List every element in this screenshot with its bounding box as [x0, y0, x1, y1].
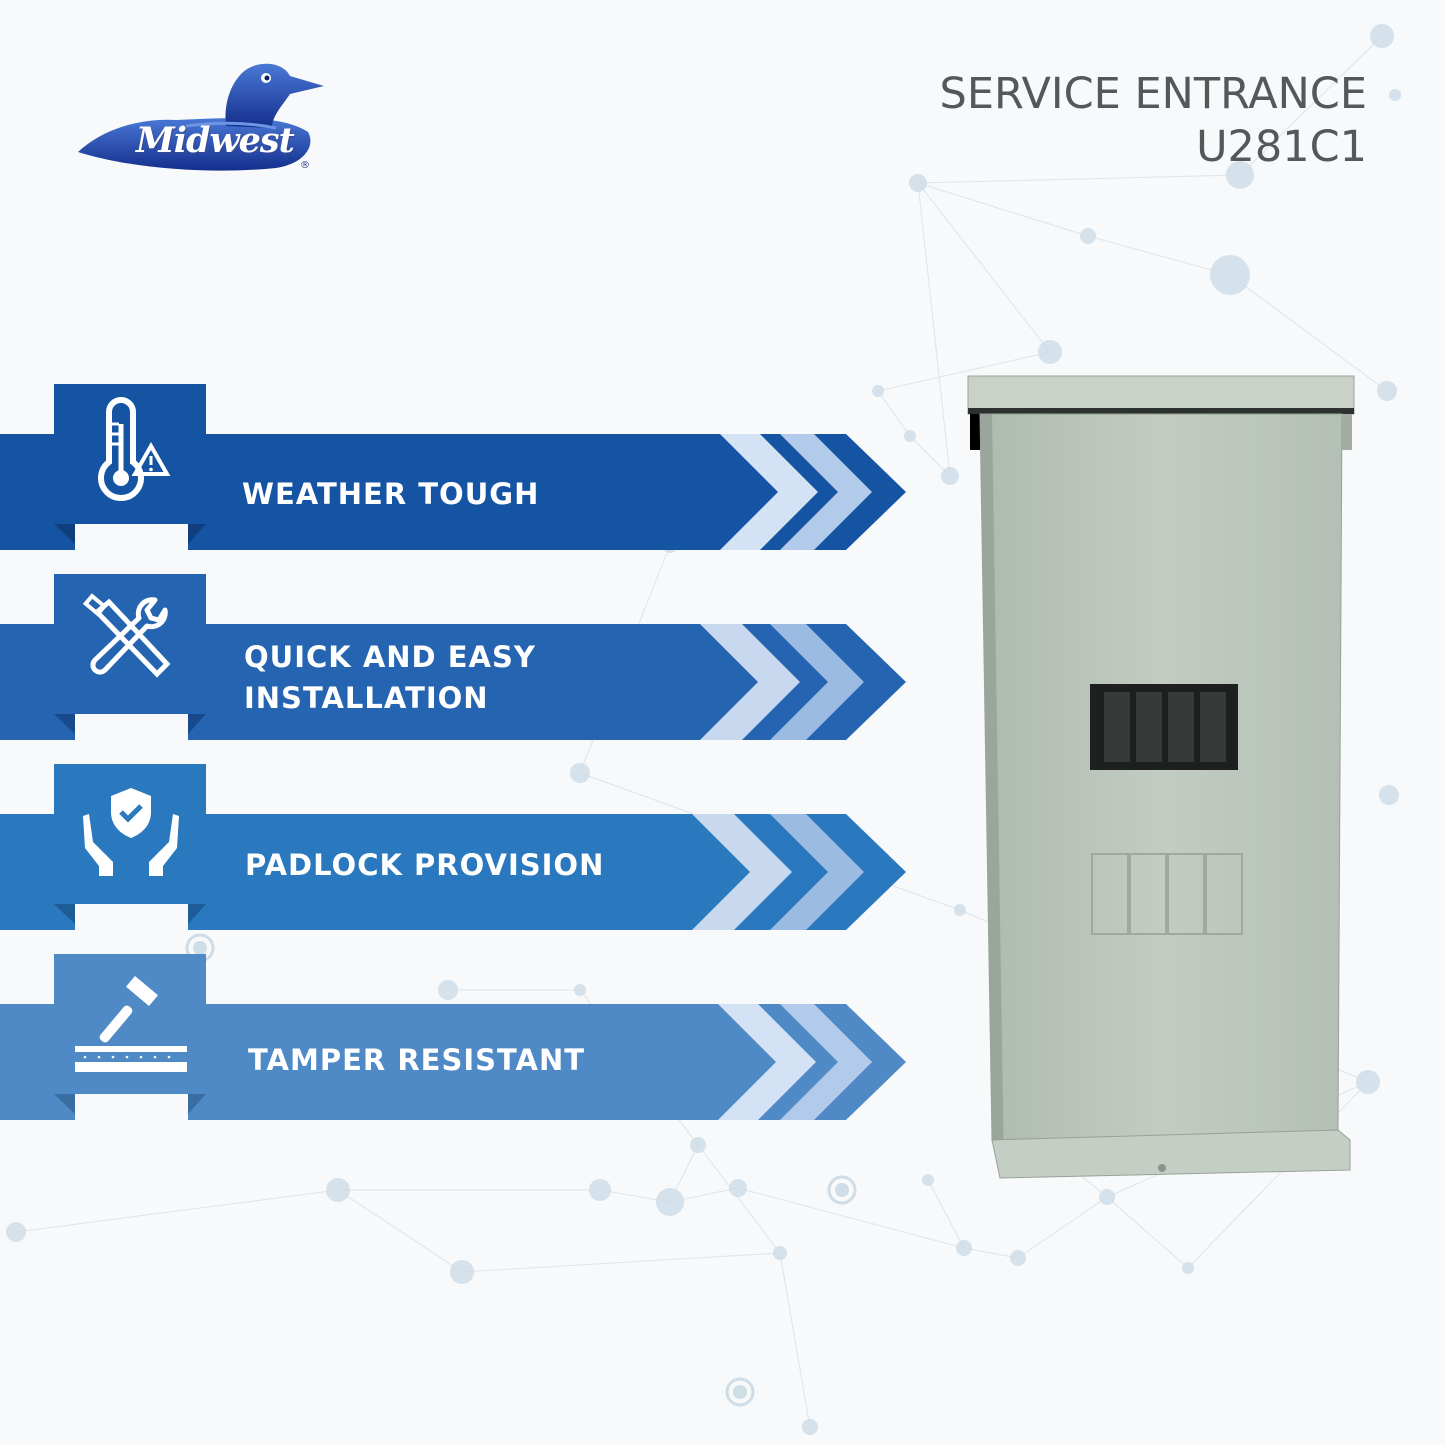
network-line [1087, 235, 1231, 276]
network-line [877, 351, 1051, 392]
network-node [438, 980, 458, 1000]
network-node [872, 385, 884, 397]
network-node [954, 904, 966, 916]
enclosure-image [967, 375, 1355, 1179]
network-ring-center [193, 941, 207, 955]
feature-row-tamper: TAMPER RESISTANT [0, 954, 910, 1121]
network-node [904, 430, 916, 442]
product-title: SERVICE ENTRANCE U281C1 [940, 68, 1367, 174]
network-ring-center [835, 1183, 849, 1197]
network-line [461, 1252, 781, 1273]
network-line [917, 182, 1089, 237]
network-ring [827, 1175, 857, 1205]
feature-banner-4 [0, 954, 906, 1121]
duck-logo-icon [78, 63, 324, 171]
network-line [1239, 35, 1383, 176]
network-node [922, 1174, 934, 1186]
network-line [1229, 274, 1388, 392]
network-node [1099, 1189, 1115, 1205]
network-line [917, 182, 951, 477]
network-node [1379, 785, 1399, 805]
feature-label: TAMPER RESISTANT [248, 1043, 586, 1077]
service-entrance-enclosure [960, 370, 1360, 1185]
registered-mark: ® [300, 160, 310, 171]
logo-text: Midwest [136, 120, 295, 161]
network-line [909, 435, 951, 477]
network-node [6, 1222, 26, 1242]
network-node [574, 984, 586, 996]
network-line [1106, 1196, 1189, 1269]
network-node [1377, 381, 1397, 401]
network-node [1210, 255, 1250, 295]
network-node [589, 1179, 611, 1201]
network-node [941, 467, 959, 485]
network-node [1226, 161, 1254, 189]
network-node [909, 174, 927, 192]
feature-row-installation: QUICK AND EASY INSTALLATION [0, 574, 910, 741]
feature-row-weather-tough: WEATHER TOUGH [0, 384, 910, 551]
wrench-screwdriver-icon [75, 584, 187, 696]
network-node [802, 1419, 818, 1435]
network-node [1010, 1250, 1026, 1266]
thermometer-warning-icon [75, 394, 187, 506]
network-node [729, 1179, 747, 1197]
network-line [779, 1252, 811, 1428]
network-line [697, 1144, 781, 1254]
network-node [690, 1137, 706, 1153]
network-line [337, 1189, 463, 1273]
midwest-logo: Midwest ® [76, 56, 328, 178]
network-node [1182, 1262, 1194, 1274]
hands-shield-icon [75, 774, 187, 886]
network-node [1080, 228, 1096, 244]
title-line-1: SERVICE ENTRANCE [939, 69, 1367, 119]
network-ring [725, 1377, 755, 1407]
network-line [15, 1189, 339, 1233]
network-line [963, 1247, 1019, 1259]
network-node [956, 1240, 972, 1256]
network-ring-center [733, 1385, 747, 1399]
network-node [1356, 1070, 1380, 1094]
network-node [773, 1246, 787, 1260]
network-node [450, 1260, 474, 1284]
hammer-surface-icon [75, 964, 187, 1076]
feature-row-padlock: PADLOCK PROVISION [0, 764, 910, 931]
network-line [917, 174, 1241, 184]
feature-banner-1 [0, 384, 906, 551]
network-node [326, 1178, 350, 1202]
network-line [917, 182, 1051, 353]
feature-label: QUICK AND EASY INSTALLATION [244, 640, 536, 715]
network-node [656, 1188, 684, 1216]
network-line [737, 1187, 965, 1249]
title-line-2: U281C1 [1196, 122, 1367, 172]
network-line [927, 1179, 965, 1249]
feature-label: PADLOCK PROVISION [245, 848, 605, 882]
network-node [1389, 89, 1401, 101]
feature-label: WEATHER TOUGH [242, 477, 540, 511]
network-line [1017, 1196, 1108, 1259]
network-line [877, 390, 911, 437]
network-node [1038, 340, 1062, 364]
network-node [1370, 24, 1394, 48]
network-node [570, 763, 590, 783]
